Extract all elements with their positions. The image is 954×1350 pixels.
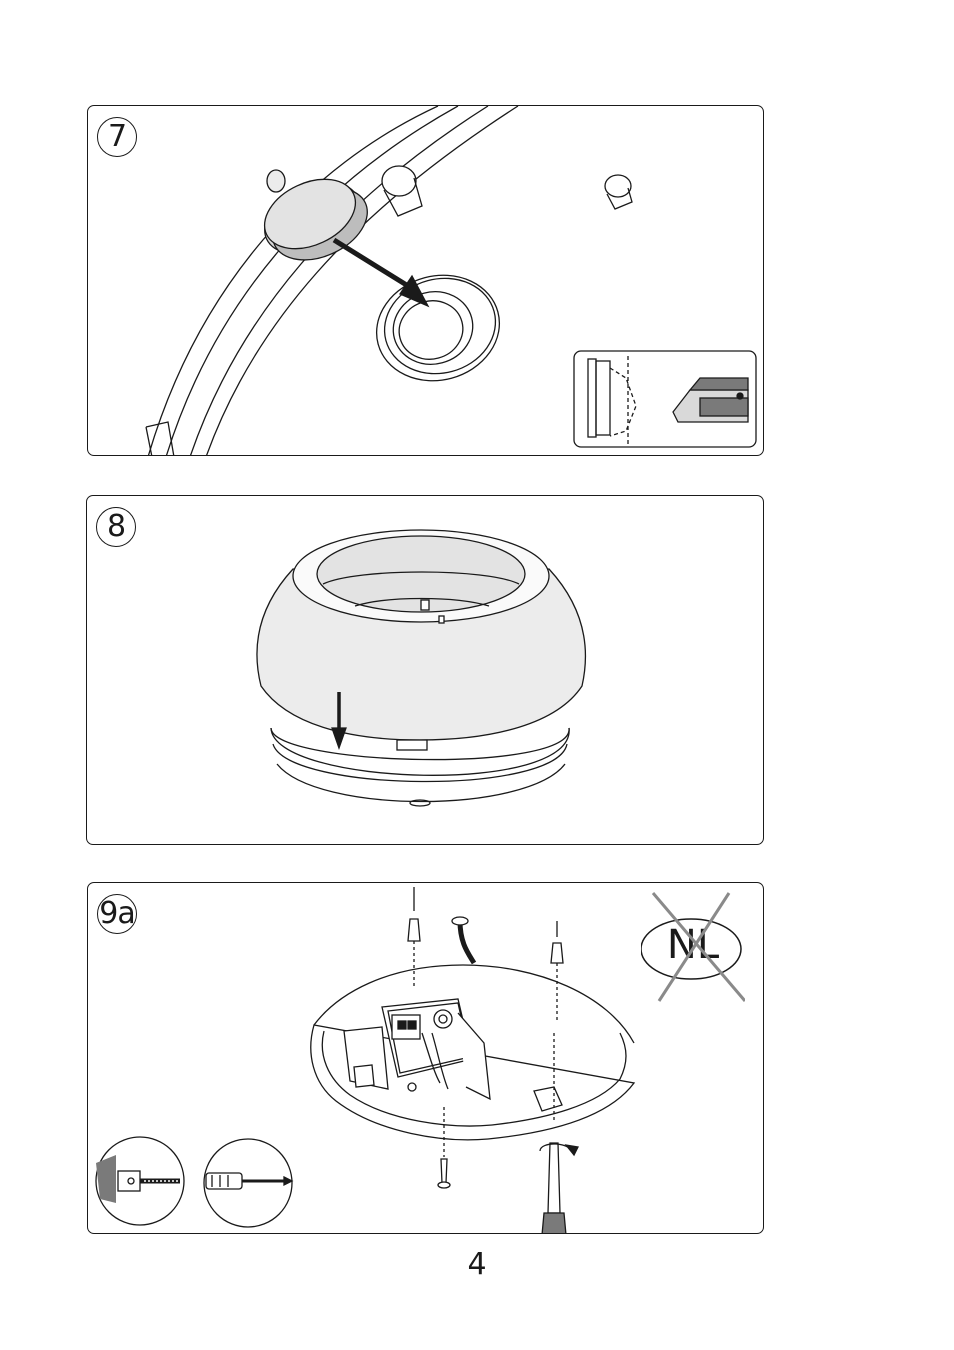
no-country-icon: NL xyxy=(641,891,745,1005)
page-number: 4 xyxy=(0,1247,954,1282)
step-number-badge: 9a xyxy=(97,894,137,934)
step-7-panel: 7 xyxy=(87,105,764,456)
cross-out-mark xyxy=(641,891,745,1005)
step-8-panel: 8 xyxy=(86,495,764,845)
step-number-badge: 8 xyxy=(96,507,136,547)
step-9a-panel: 9a NL xyxy=(87,882,764,1234)
step-number-badge: 7 xyxy=(97,117,137,157)
step-7-illustration xyxy=(88,106,764,456)
step-8-illustration xyxy=(87,496,764,845)
